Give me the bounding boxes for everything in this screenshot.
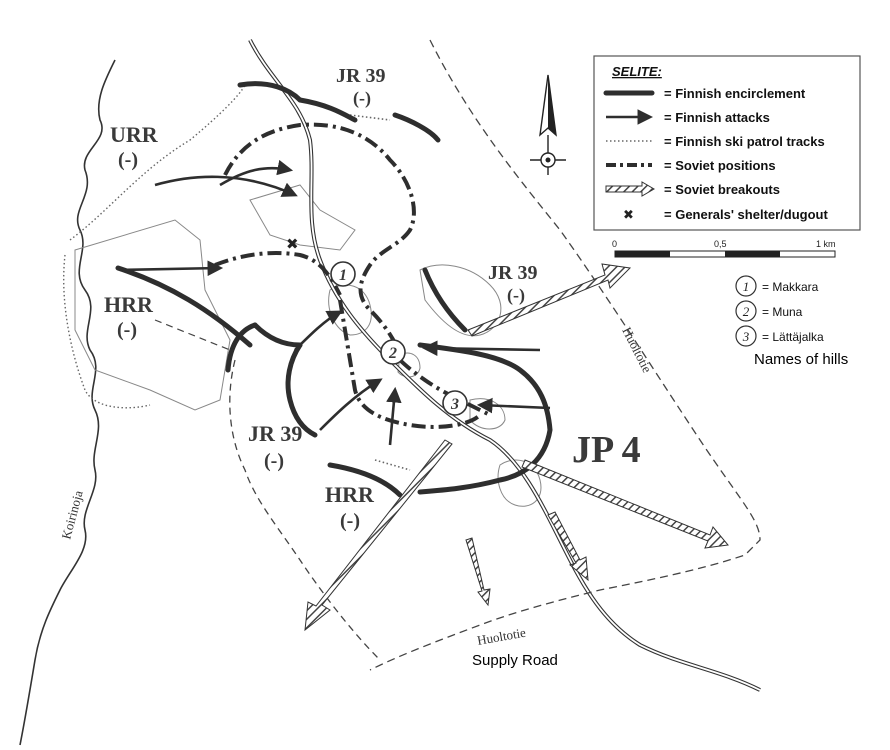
- legend-item-attacks: = Finnish attacks: [664, 110, 770, 125]
- hill-key-item-2: 2 = Muna: [735, 300, 803, 322]
- hill-marker-3: 3: [442, 390, 468, 416]
- field-outline: [497, 459, 542, 507]
- legend: SELITE: = Finnish encirclement = Finnish…: [593, 55, 861, 231]
- hill-outline: [397, 352, 421, 378]
- generals-shelter-marker: ✖: [286, 235, 299, 253]
- hill-key: 1 = Makkara 2 = Muna 3 = Lättäjalka Name…: [735, 275, 848, 368]
- unit-urr-name: URR: [110, 122, 159, 147]
- svg-text:1: 1: [743, 279, 750, 294]
- ski-patrol-track: [349, 114, 391, 121]
- hill-key-item-1: 1 = Makkara: [735, 275, 819, 297]
- field-outline: [74, 219, 231, 411]
- unit-jr39-top-name: JR 39: [336, 65, 385, 87]
- supply-road-caption: Supply Road: [472, 652, 558, 669]
- legend-item-soviet-positions: = Soviet positions: [664, 158, 776, 173]
- legend-title: SELITE:: [612, 64, 662, 79]
- unit-jr39-right-strength: (-): [507, 285, 525, 306]
- ski-patrol-track: [374, 459, 411, 471]
- road-label-lower: Huoltotie: [476, 625, 527, 648]
- svg-text:3: 3: [742, 329, 750, 344]
- unit-jr39-bottom-name: JR 39: [248, 421, 302, 446]
- svg-text:2: 2: [743, 304, 750, 319]
- svg-text:= Makkara: = Makkara: [762, 280, 819, 294]
- main-road-inner: [249, 39, 761, 691]
- hill-key-item-3: 3 = Lättäjalka: [735, 325, 824, 347]
- legend-item-shelter: = Generals' shelter/dugout: [664, 207, 828, 222]
- svg-text:= Muna: = Muna: [762, 305, 803, 319]
- unit-jr39-bottom-strength: (-): [264, 450, 284, 472]
- scale-tick-0: 0: [612, 239, 617, 249]
- field-outline: [419, 264, 502, 337]
- scale-tick-1km: 1 km: [816, 239, 836, 249]
- road-label-upper: Huoltotie: [619, 325, 655, 376]
- unit-hrr-left-strength: (-): [117, 319, 137, 341]
- svg-text:1: 1: [339, 267, 347, 284]
- creek-label: Koirinoja: [58, 489, 85, 541]
- legend-symbol-soviet-breakouts: [605, 181, 655, 197]
- unit-jr39-top-strength: (-): [353, 88, 371, 109]
- scale-tick-05: 0,5: [714, 239, 727, 249]
- legend-item-encirclement: = Finnish encirclement: [664, 86, 806, 101]
- supply-road-dashed: [369, 39, 761, 671]
- unit-jr39-right-name: JR 39: [488, 262, 537, 284]
- svg-text:3: 3: [450, 396, 459, 413]
- finnish-attack-arrows: [119, 159, 551, 446]
- unit-jp4-name: JP 4: [572, 429, 641, 471]
- hill-outline: [469, 398, 506, 430]
- ski-patrol-track: [69, 84, 246, 241]
- unit-hrr-bottom-name: HRR: [325, 482, 375, 507]
- unit-hrr-bottom-strength: (-): [340, 510, 360, 532]
- unit-urr-strength: (-): [118, 149, 138, 171]
- scale-bar: 0 0,5 1 km: [612, 239, 836, 258]
- legend-item-ski-tracks: = Finnish ski patrol tracks: [664, 134, 825, 149]
- ski-patrol-track: [63, 254, 151, 409]
- unit-hrr-left-name: HRR: [104, 292, 154, 317]
- creek-line: [19, 59, 116, 746]
- field-outline: [249, 184, 356, 251]
- svg-text:2: 2: [388, 345, 397, 362]
- trail-dashed-west: [154, 319, 231, 351]
- hill-key-caption: Names of hills: [754, 351, 848, 368]
- legend-item-soviet-breakouts: = Soviet breakouts: [664, 182, 780, 197]
- legend-symbol-shelter: ✖: [623, 208, 634, 223]
- trail-dashed: [229, 359, 381, 661]
- soviet-breakout-arrows: [304, 263, 729, 632]
- svg-text:= Lättäjalka: = Lättäjalka: [762, 330, 824, 344]
- north-arrow-icon: [530, 74, 566, 175]
- hill-marker-1: 1: [330, 261, 356, 287]
- hill-marker-2: 2: [380, 339, 406, 365]
- finnish-encirclement-lines: [115, 81, 553, 498]
